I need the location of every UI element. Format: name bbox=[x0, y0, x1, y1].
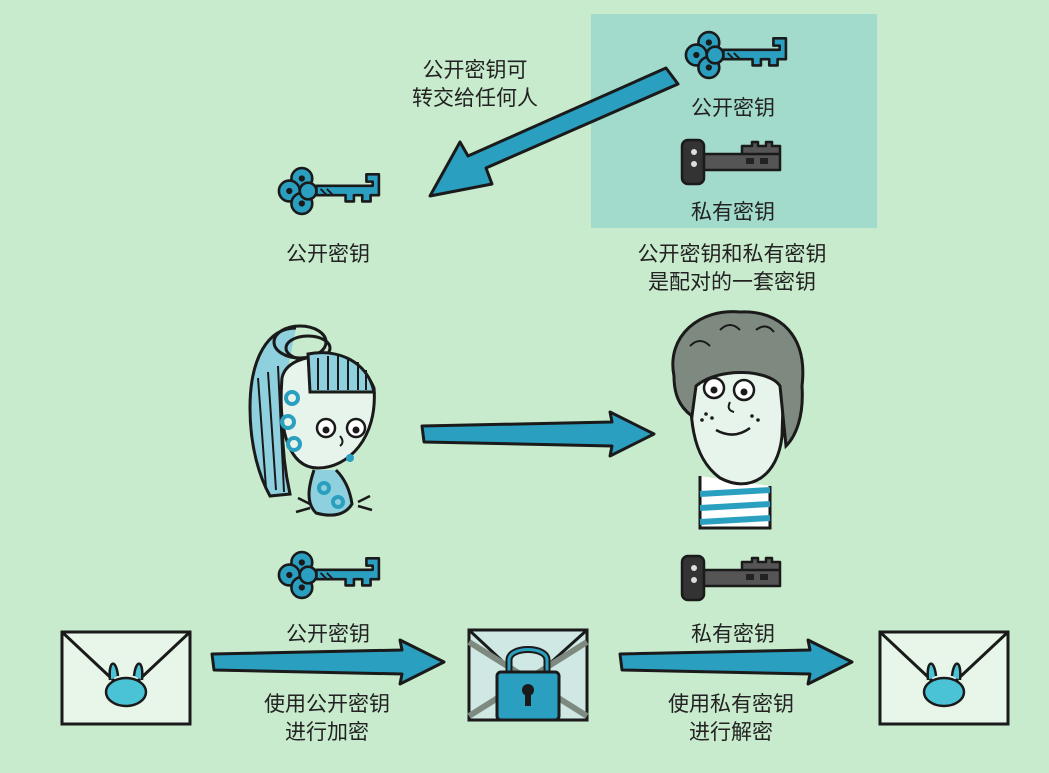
locked-envelope-icon bbox=[465, 628, 593, 726]
decrypt-caption: 使用私有密钥 进行解密 bbox=[636, 690, 826, 746]
private-key-icon bbox=[680, 556, 784, 604]
envelope-icon bbox=[878, 630, 1012, 728]
transfer-note: 公开密钥可 转交给任何人 bbox=[380, 56, 570, 112]
send-arrow-icon bbox=[422, 412, 656, 458]
man-icon bbox=[660, 306, 810, 528]
public-key-icon bbox=[270, 166, 392, 216]
keybox-public-label: 公开密钥 bbox=[683, 94, 783, 122]
envelope-icon bbox=[60, 630, 194, 728]
decrypt-arrow-icon bbox=[620, 640, 854, 686]
woman-icon bbox=[238, 318, 398, 523]
private-key-icon bbox=[680, 140, 784, 188]
public-key-icon bbox=[270, 550, 392, 600]
keybox-private-label: 私有密钥 bbox=[683, 198, 783, 226]
encrypt-caption: 使用公开密钥 进行加密 bbox=[232, 690, 422, 746]
public-key-icon bbox=[678, 30, 798, 80]
pair-note: 公开密钥和私有密钥 是配对的一套密钥 bbox=[612, 240, 852, 296]
received-key-label: 公开密钥 bbox=[278, 240, 378, 268]
encrypt-arrow-icon bbox=[212, 640, 446, 686]
